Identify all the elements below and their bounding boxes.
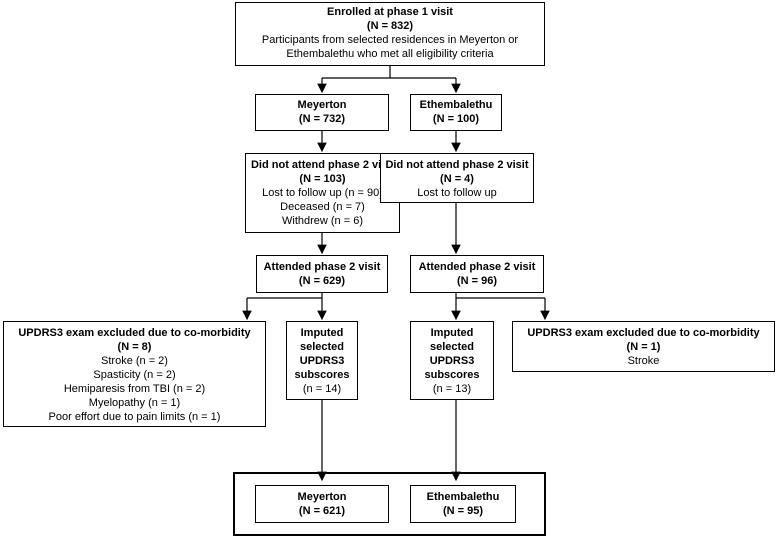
final-ethembalethu-title: Ethembalethu xyxy=(426,491,500,503)
m-imputed-line: Imputed xyxy=(300,327,344,339)
ethembalethu-imputed-box: Imputed selected UPDRS3 subscores (n = 1… xyxy=(410,321,494,400)
e-attended-count: (N = 96) xyxy=(456,275,498,287)
m-not-attend-item: Withdrew (n = 6) xyxy=(282,215,363,227)
ethembalethu-not-attended-box: Did not attend phase 2 visit (N = 4) Los… xyxy=(380,153,534,203)
meyerton-imputed-box: Imputed selected UPDRS3 subscores (n = 1… xyxy=(286,321,358,400)
enrolled-desc-2: Ethembalethu who met all eligibility cri… xyxy=(286,48,494,60)
enrolled-title: Enrolled at phase 1 visit xyxy=(327,6,453,18)
enrolled-count: (N = 832) xyxy=(366,20,414,32)
final-ethembalethu-box: Ethembalethu (N = 95) xyxy=(410,485,516,523)
m-imputed-line: subscores xyxy=(294,369,350,381)
final-ethembalethu-count: (N = 95) xyxy=(442,505,484,517)
e-imputed-line: selected xyxy=(429,341,475,353)
ethembalethu-attended-box: Attended phase 2 visit (N = 96) xyxy=(410,255,544,293)
final-meyerton-count: (N = 621) xyxy=(298,505,346,517)
meyerton-box: Meyerton (N = 732) xyxy=(255,94,389,131)
final-meyerton-title: Meyerton xyxy=(297,491,347,503)
e-imputed-count: (n = 13) xyxy=(432,383,472,395)
e-attended-title: Attended phase 2 visit xyxy=(418,261,536,273)
m-not-attend-count: (N = 103) xyxy=(299,173,346,185)
final-meyerton-box: Meyerton (N = 621) xyxy=(255,485,389,523)
m-excluded-item: Spasticity (n = 2) xyxy=(93,369,176,381)
meyerton-attended-box: Attended phase 2 visit (N = 629) xyxy=(256,255,388,293)
enrolled-desc-1: Participants from selected residences in… xyxy=(261,34,519,46)
e-imputed-line: subscores xyxy=(424,369,480,381)
ethembalethu-count: (N = 100) xyxy=(432,113,480,125)
e-not-attend-count: (N = 4) xyxy=(440,173,474,185)
m-excluded-item: Poor effort due to pain limits (n = 1) xyxy=(48,411,221,423)
ethembalethu-excluded-box: UPDRS3 exam excluded due to co-morbidity… xyxy=(512,321,775,372)
m-excluded-item: Stroke (n = 2) xyxy=(101,355,168,367)
m-excluded-item: Myelopathy (n = 1) xyxy=(88,397,181,409)
m-attended-title: Attended phase 2 visit xyxy=(263,261,381,273)
e-excluded-item: Stroke xyxy=(627,355,660,367)
m-not-attend-item: Deceased (n = 7) xyxy=(280,201,365,213)
m-excluded-title: UPDRS3 exam excluded due to co-morbidity xyxy=(18,327,251,339)
m-not-attend-item: Lost to follow up (n = 90) xyxy=(262,187,383,199)
meyerton-count: (N = 732) xyxy=(298,113,346,125)
final-sample-frame xyxy=(233,472,546,536)
meyerton-title: Meyerton xyxy=(297,99,347,111)
m-imputed-count: (n = 14) xyxy=(302,383,342,395)
ethembalethu-title: Ethembalethu xyxy=(419,99,493,111)
e-excluded-title: UPDRS3 exam excluded due to co-morbidity xyxy=(527,327,760,339)
m-not-attend-title: Did not attend phase 2 visit xyxy=(250,159,395,171)
e-not-attend-title: Did not attend phase 2 visit xyxy=(385,159,529,171)
m-attended-count: (N = 629) xyxy=(298,275,346,287)
ethembalethu-box: Ethembalethu (N = 100) xyxy=(410,94,502,131)
enrolled-box: Enrolled at phase 1 visit (N = 832) Part… xyxy=(235,2,545,66)
m-imputed-line: selected xyxy=(299,341,345,353)
e-imputed-line: Imputed xyxy=(430,327,474,339)
meyerton-excluded-box: UPDRS3 exam excluded due to co-morbidity… xyxy=(3,321,266,427)
meyerton-not-attended-box: Did not attend phase 2 visit (N = 103) L… xyxy=(245,153,400,233)
m-imputed-line: UPDRS3 xyxy=(299,355,345,367)
e-excluded-count: (N = 1) xyxy=(626,341,661,353)
e-not-attend-item: Lost to follow up xyxy=(417,187,497,199)
e-imputed-line: UPDRS3 xyxy=(429,355,475,367)
m-excluded-item: Hemiparesis from TBI (n = 2) xyxy=(63,383,206,395)
m-excluded-count: (N = 8) xyxy=(117,341,152,353)
